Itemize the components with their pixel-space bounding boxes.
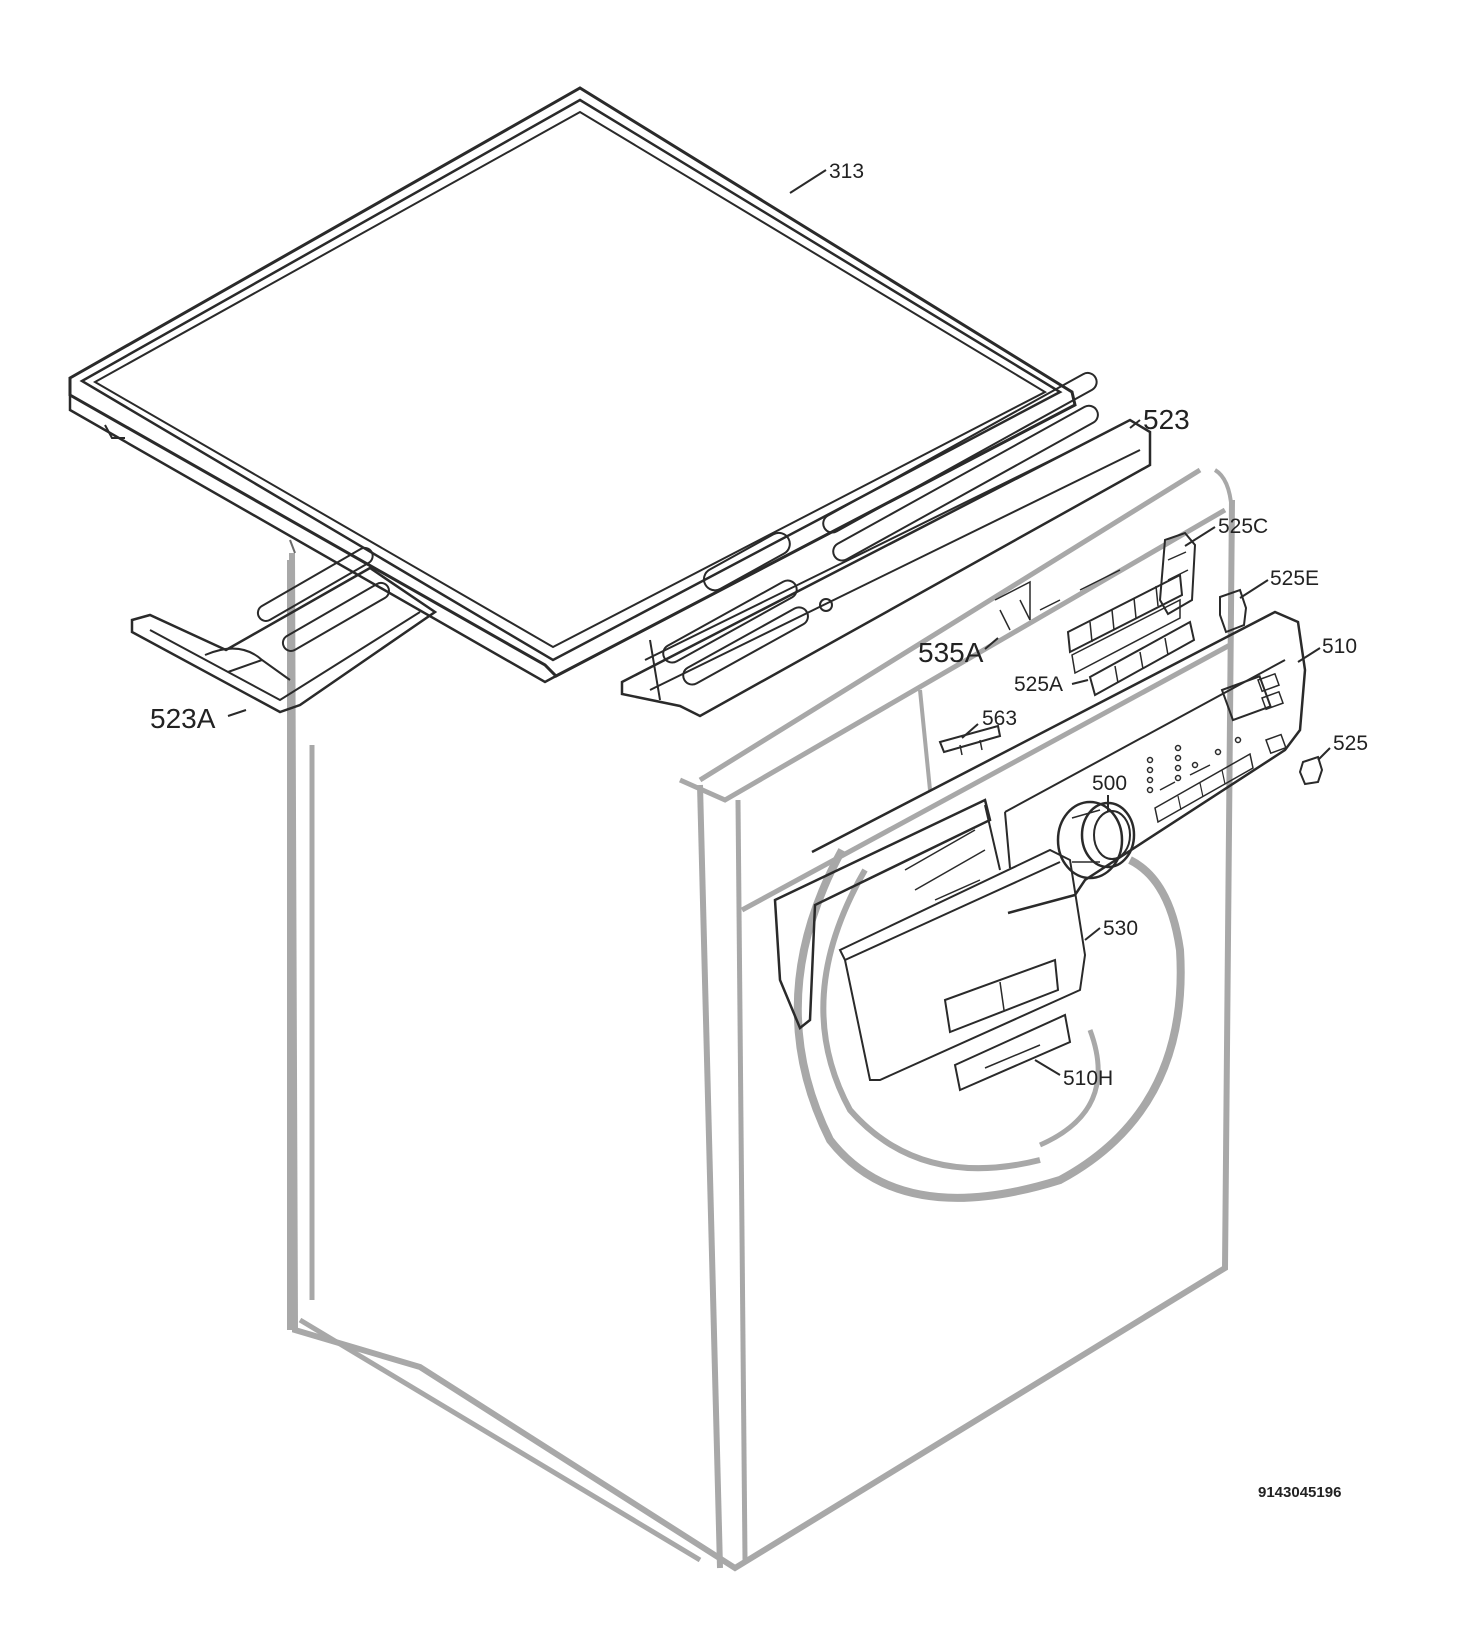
part-labels: 313 523 525C 525E 535A 510 525A 523A 563… bbox=[150, 160, 1368, 1090]
badge-510h bbox=[953, 1013, 1072, 1092]
indicator-dots bbox=[1146, 736, 1242, 794]
label-530: 530 bbox=[1103, 917, 1138, 940]
label-563: 563 bbox=[982, 707, 1017, 730]
knob-500 bbox=[1056, 800, 1136, 880]
rail-523a bbox=[130, 546, 438, 714]
control-panel-510 bbox=[811, 610, 1307, 915]
label-523a: 523A bbox=[150, 703, 216, 734]
part-525 bbox=[1298, 755, 1324, 786]
label-525e: 525E bbox=[1270, 567, 1319, 590]
label-510: 510 bbox=[1322, 635, 1357, 658]
label-525c: 525C bbox=[1218, 515, 1268, 538]
leader-lines bbox=[227, 169, 1331, 1076]
key-525a bbox=[1088, 620, 1196, 697]
label-535a: 535A bbox=[918, 637, 984, 668]
label-500: 500 bbox=[1092, 772, 1127, 795]
dispenser-drawer-530 bbox=[773, 798, 1087, 1081]
light-guide-563 bbox=[938, 724, 1002, 756]
label-313: 313 bbox=[829, 160, 864, 183]
rail-523 bbox=[620, 371, 1152, 718]
label-525: 525 bbox=[1333, 732, 1368, 755]
label-525a: 525A bbox=[1014, 673, 1063, 696]
top-cover-313 bbox=[68, 86, 1077, 684]
buttons-535a bbox=[994, 569, 1184, 675]
label-523: 523 bbox=[1143, 404, 1190, 435]
button-525e bbox=[1219, 588, 1248, 634]
label-510h: 510H bbox=[1063, 1067, 1113, 1090]
drawing-number: 9143045196 bbox=[1258, 1484, 1342, 1501]
cabinet-body bbox=[287, 467, 1235, 1572]
